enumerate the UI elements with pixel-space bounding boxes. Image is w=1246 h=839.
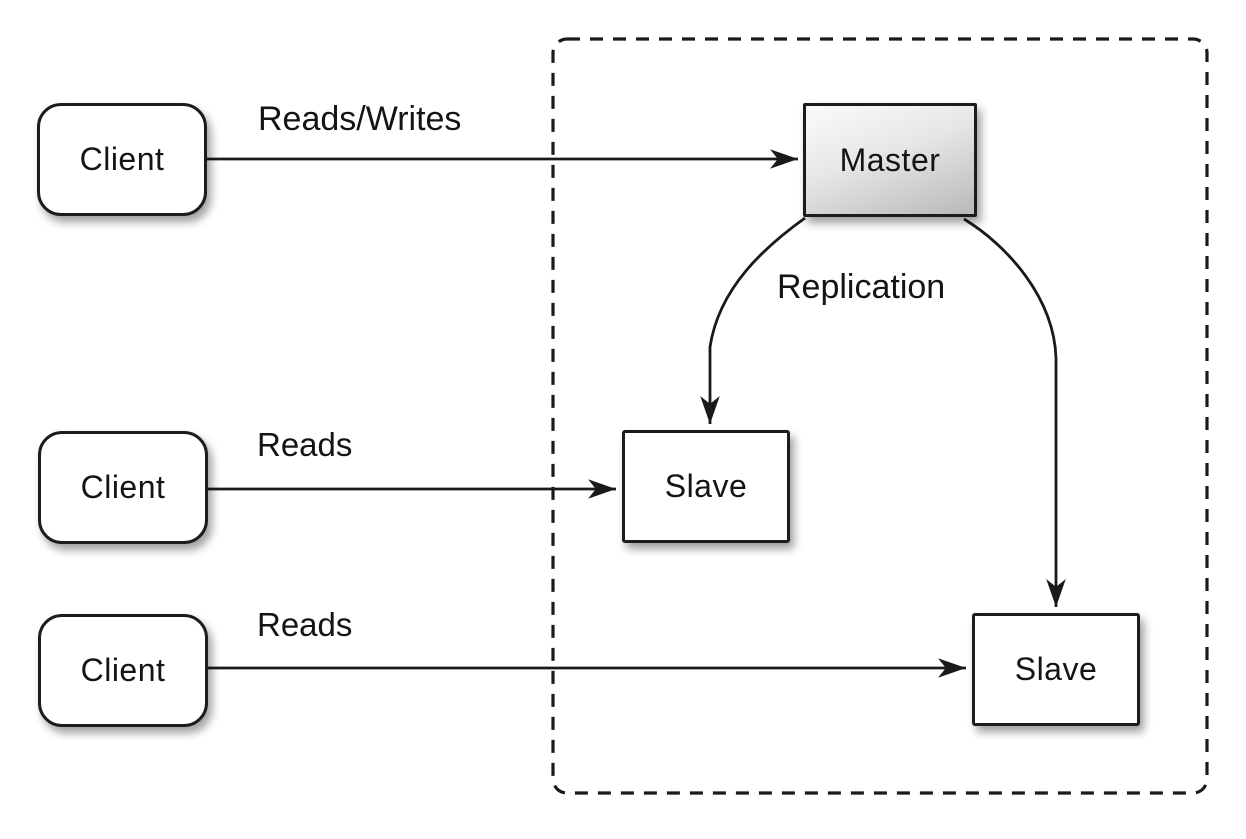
slave-node-1-label: Slave xyxy=(664,468,748,504)
edge-label-reads-middle: Reads xyxy=(257,426,353,463)
edge-label-reads-bottom: Reads xyxy=(257,606,353,643)
edge-label-reads-writes: Reads/Writes xyxy=(258,100,462,138)
slave-node-2-label: Slave xyxy=(1014,651,1098,687)
master-node-label: Master xyxy=(839,141,941,178)
client-node-2: Client xyxy=(38,431,208,544)
replication-arrow-right xyxy=(963,217,1066,607)
replication-boundary-box xyxy=(551,37,1209,795)
slave-node-1: Slave xyxy=(622,430,790,543)
client-node-3-label: Client xyxy=(80,652,166,688)
client-node-1-label: Client xyxy=(79,141,165,177)
master-node: Master xyxy=(803,103,977,217)
slave-node-2: Slave xyxy=(972,613,1140,726)
client-node-3: Client xyxy=(38,614,208,727)
edge-label-replication: Replication xyxy=(777,268,946,306)
client-node-1: Client xyxy=(37,103,207,216)
replication-arrow-left xyxy=(700,216,806,424)
client-node-2-label: Client xyxy=(80,469,166,505)
